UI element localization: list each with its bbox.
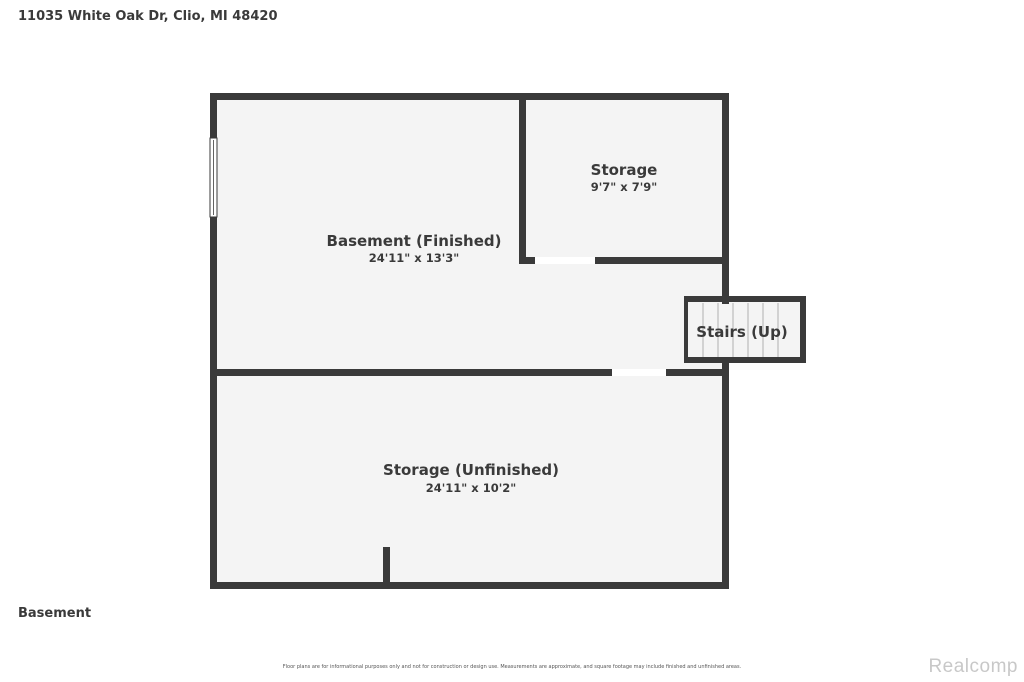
wall-storage-bottom (519, 257, 729, 264)
wall-stub (383, 547, 390, 589)
wall-divider (210, 369, 729, 376)
room-dim-storage: 9'7" x 7'9" (591, 180, 657, 194)
wall-stairs-right (800, 296, 806, 363)
wall-left (210, 93, 217, 589)
room-name-basement-finished: Basement (Finished) (327, 232, 502, 250)
wall-top (210, 93, 729, 100)
wall-bottom (210, 582, 729, 589)
room-dim-storage-unfinished: 24'11" x 10'2" (426, 481, 516, 495)
room-name-storage-unfinished: Storage (Unfinished) (383, 461, 559, 479)
disclaimer-text: Floor plans are for informational purpos… (282, 664, 742, 670)
floor-fill-stairs (687, 300, 803, 360)
wall-storage-left (519, 93, 526, 264)
wall-stairs-left (684, 296, 688, 363)
wall-right-lower (722, 358, 729, 589)
stair-treads (702, 303, 779, 357)
room-name-storage: Storage (591, 161, 658, 179)
property-address: 11035 White Oak Dr, Clio, MI 48420 (18, 9, 278, 24)
floor-label: Basement (18, 606, 92, 621)
wall-stairs-bottom (684, 357, 806, 363)
room-dim-basement-finished: 24'11" x 13'3" (369, 251, 459, 265)
window (209, 137, 218, 218)
wall-right-upper (722, 93, 729, 304)
realcomp-watermark: Realcomp (928, 656, 1018, 677)
divider-door-opening (612, 369, 666, 376)
wall-stairs-top (684, 296, 806, 302)
floor-fill-main (214, 97, 726, 586)
storage-door-opening (535, 257, 595, 264)
room-name-stairs: Stairs (Up) (696, 323, 787, 341)
walls (210, 93, 806, 589)
